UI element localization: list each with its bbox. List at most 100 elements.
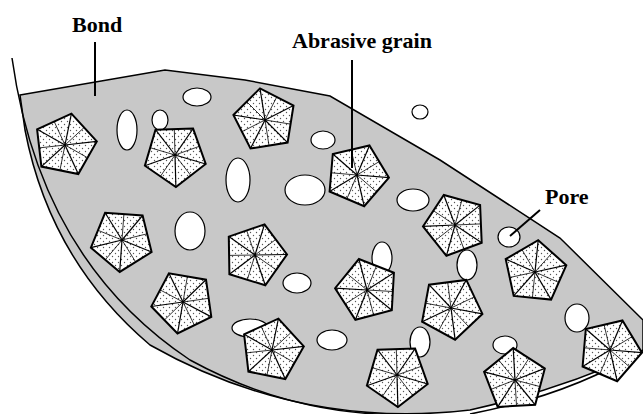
grain-outline [335,259,394,320]
grain-facet [357,146,370,176]
grain-facet [515,368,545,380]
grain-facet [455,225,464,249]
grain-facet [122,240,152,252]
abrasive-grain [330,146,389,207]
grain-facet [515,380,540,387]
grain-outline [367,349,428,407]
grain-facet [247,255,255,280]
grain-facet [122,214,124,240]
grain-facet [41,145,65,167]
grain-facet [357,175,389,178]
leader-line [351,60,353,168]
grain-facet [174,155,176,187]
pore [397,189,429,211]
grain-facet [65,128,84,146]
grain-facet [396,375,398,407]
grain-facet [583,350,610,367]
grain-facet [535,265,566,272]
grain-outline [37,114,97,175]
grain-facet [65,141,97,145]
pore [457,250,477,280]
grain-facet [367,273,394,290]
grain-facet [510,272,535,278]
grain-outline [151,273,211,333]
grain-facet [122,216,143,241]
grain-facet [150,148,175,155]
grain-facet [522,250,535,272]
grain-facet [357,162,379,175]
grain-facet [515,380,535,405]
grain-facet [397,375,428,384]
grain-facet [156,130,176,155]
abrasive-grain [506,240,567,299]
grain-facet [65,145,78,174]
grain-facet [183,302,211,317]
grain-facet [367,290,392,310]
grain-facet [345,290,367,304]
grain-facet [39,145,65,148]
abrasive-grain [145,129,206,187]
abrasive-grain [422,280,482,340]
grain-facet [423,225,455,226]
grain-facet [435,225,455,241]
grain-facet [229,255,255,256]
grain-facet [610,350,642,353]
grain-facet [122,240,136,262]
abrasive-grain [335,259,394,320]
grain-facet [265,97,277,120]
abrasive-grain [244,319,304,380]
grain-facet [610,321,623,351]
grain-facet [499,360,515,380]
grain-facet [367,266,376,290]
grain-facet [251,120,266,149]
abrasive-grain [91,213,152,272]
grain-facet [448,282,451,308]
pore [565,304,589,332]
grain-facet [247,231,255,256]
grain-facet [229,237,255,255]
leader-line [94,42,96,96]
abrasive-grain [37,114,97,175]
grain-facet [183,277,187,303]
grain-facet [272,350,285,379]
grain-facet [372,368,397,375]
grain-facet [397,375,413,396]
grain-facet [367,290,374,315]
grain-facet [491,380,515,389]
pore [285,175,325,205]
grain-facet [183,302,194,325]
grain-facet [175,155,206,164]
grain-facet [397,349,415,375]
abrasive-grain [229,224,287,285]
grain-facet [122,234,147,240]
grain-outline [506,240,567,299]
grain-facet [265,106,294,121]
grain-facet [446,225,455,256]
grain-facet [229,255,255,274]
pore [283,273,311,293]
pore [412,105,428,119]
grain-facet [175,155,191,176]
grain-facet [455,224,481,225]
abrasive-grain [151,273,211,333]
grain-facet [255,255,265,285]
pore-label: Pore [545,186,589,208]
pore [152,110,168,130]
abrasive-grain [484,348,545,407]
grain-outline [229,224,287,285]
grain-outline [91,213,152,272]
grain-facet [367,375,397,386]
grain-facet [242,120,265,132]
grain-facet [255,254,287,256]
grain-facet [367,290,393,292]
grain-facet [248,350,272,372]
pore [317,330,347,350]
grain-facet [451,297,474,308]
grain-label: Abrasive grain [292,30,432,52]
grain-facet [359,259,367,290]
grain-facet [604,325,610,350]
grain-facet [335,288,367,290]
grain-outline [423,195,482,256]
grain-facet [455,200,462,225]
